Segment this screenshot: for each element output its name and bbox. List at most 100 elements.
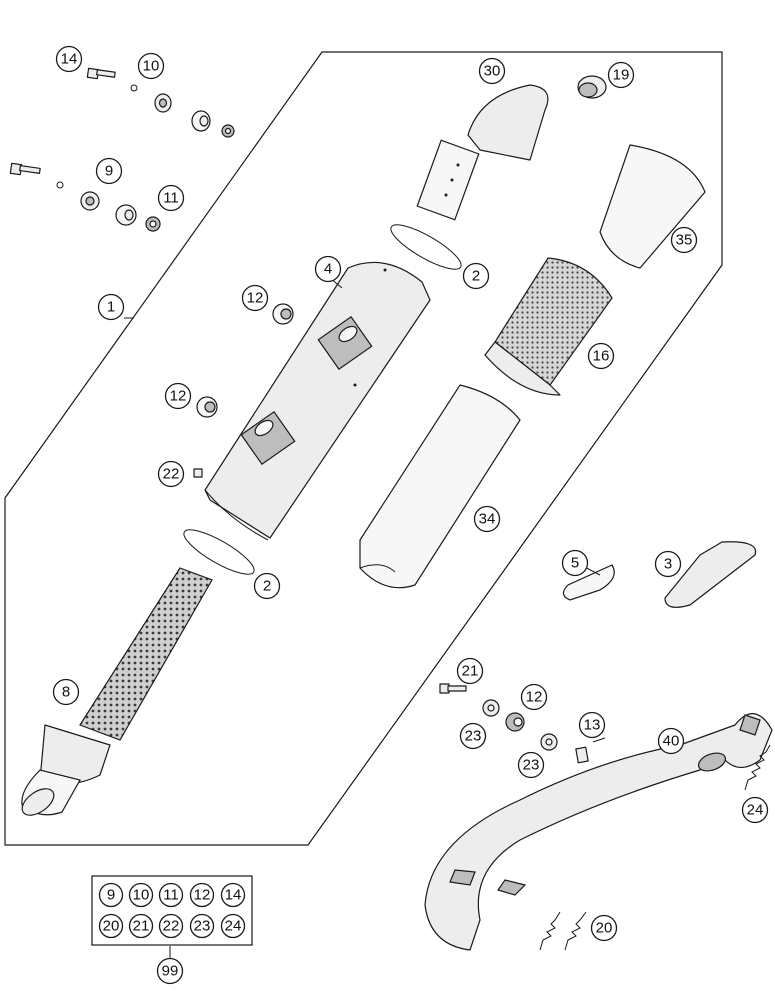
kit-item-23: 23 xyxy=(189,913,215,939)
nut-11 xyxy=(145,216,161,232)
svg-text:10: 10 xyxy=(143,58,160,75)
callout-13: 13 xyxy=(578,711,606,739)
kit-item-11: 11 xyxy=(158,882,184,908)
callout-20: 20 xyxy=(590,914,618,942)
grommet-middle xyxy=(115,204,137,226)
svg-text:22: 22 xyxy=(163,918,180,935)
inner-tube-34-end xyxy=(359,564,396,573)
callout-2-lower: 2 xyxy=(253,572,281,600)
callout-23-upper: 23 xyxy=(459,722,487,750)
callout-10: 10 xyxy=(137,52,165,80)
assembly-outline xyxy=(4,51,723,846)
svg-text:24: 24 xyxy=(225,918,242,935)
callout-2-upper: 2 xyxy=(462,262,490,290)
callout-3: 3 xyxy=(654,550,682,578)
callout-11: 11 xyxy=(157,184,185,212)
callout-12-lower: 12 xyxy=(164,382,192,410)
svg-text:23: 23 xyxy=(523,757,540,774)
gasket-2-upper xyxy=(390,224,462,270)
grommet-12-upper xyxy=(272,303,294,325)
kit-item-12: 12 xyxy=(189,882,215,908)
callout-22: 22 xyxy=(157,460,185,488)
callout-12-upper: 12 xyxy=(241,284,269,312)
perforated-insert-16 xyxy=(484,257,613,396)
svg-text:23: 23 xyxy=(194,918,211,935)
plug-19 xyxy=(577,75,607,99)
washer-10 xyxy=(130,84,138,92)
svg-text:3: 3 xyxy=(664,556,672,573)
kit-item-24: 24 xyxy=(220,913,246,939)
grommet-12-lower xyxy=(196,396,218,418)
grommet-12-mount xyxy=(505,712,525,732)
nut-upper xyxy=(221,124,235,138)
bushing-9 xyxy=(80,191,100,211)
callout-9: 9 xyxy=(95,157,123,185)
svg-text:14: 14 xyxy=(225,887,242,904)
svg-text:11: 11 xyxy=(163,190,179,207)
screw-22 xyxy=(193,468,203,478)
springs-20 xyxy=(539,911,587,951)
svg-text:12: 12 xyxy=(194,887,211,904)
bolt-21 xyxy=(439,683,467,694)
end-cap-30 xyxy=(416,84,549,221)
svg-text:21: 21 xyxy=(462,663,479,680)
heat-shield-5 xyxy=(562,564,615,601)
svg-text:22: 22 xyxy=(163,466,180,483)
kit-item-10: 10 xyxy=(128,882,154,908)
callout-5: 5 xyxy=(561,549,589,577)
svg-text:12: 12 xyxy=(526,689,543,706)
svg-text:13: 13 xyxy=(584,717,601,734)
callout-8: 8 xyxy=(52,678,80,706)
parts-kit-box: 9 10 11 12 14 20 21 22 23 24 99 xyxy=(91,875,253,985)
callout-1: 1 xyxy=(97,293,125,321)
svg-text:1: 1 xyxy=(107,299,115,316)
svg-text:14: 14 xyxy=(61,51,78,68)
svg-text:19: 19 xyxy=(613,67,630,84)
washer-23-lower xyxy=(540,733,558,751)
callout-34: 34 xyxy=(473,505,501,533)
callout-35: 35 xyxy=(670,226,698,254)
perforated-tube-8 xyxy=(21,567,213,816)
callout-24: 24 xyxy=(741,796,769,824)
svg-text:35: 35 xyxy=(676,232,693,249)
svg-text:8: 8 xyxy=(62,684,70,701)
svg-text:30: 30 xyxy=(484,63,501,80)
callout-40: 40 xyxy=(657,727,685,755)
svg-text:21: 21 xyxy=(133,918,150,935)
svg-text:5: 5 xyxy=(571,555,579,572)
kit-label-99: 99 xyxy=(156,957,184,985)
svg-text:23: 23 xyxy=(465,728,482,745)
bolt-14 xyxy=(86,67,116,80)
svg-text:9: 9 xyxy=(107,887,115,904)
kit-item-14: 14 xyxy=(220,882,246,908)
callout-12-mount: 12 xyxy=(520,683,548,711)
bolt-lower xyxy=(9,162,41,176)
svg-text:2: 2 xyxy=(263,578,271,595)
callout-23-lower: 23 xyxy=(517,751,545,779)
washer-23-upper xyxy=(482,699,500,717)
outer-sleeve-4 xyxy=(204,261,431,541)
svg-text:20: 20 xyxy=(596,920,613,937)
callout-21: 21 xyxy=(456,657,484,685)
bushing-upper xyxy=(154,93,172,113)
svg-text:16: 16 xyxy=(593,348,610,365)
callout-4: 4 xyxy=(314,255,342,283)
svg-text:40: 40 xyxy=(663,733,680,750)
svg-text:99: 99 xyxy=(162,963,179,980)
inner-tube-34 xyxy=(359,384,521,589)
svg-text:2: 2 xyxy=(472,268,480,285)
svg-text:12: 12 xyxy=(247,290,264,307)
grommet-upper xyxy=(191,110,211,132)
svg-text:24: 24 xyxy=(747,802,764,819)
svg-text:11: 11 xyxy=(163,887,179,904)
heat-shield-3 xyxy=(664,541,757,608)
svg-text:12: 12 xyxy=(170,388,187,405)
spring-24 xyxy=(744,744,771,791)
callout-14: 14 xyxy=(55,45,83,73)
svg-text:34: 34 xyxy=(479,511,496,528)
kit-item-22: 22 xyxy=(158,913,184,939)
svg-text:4: 4 xyxy=(324,261,332,278)
kit-item-21: 21 xyxy=(128,913,154,939)
kit-item-20: 20 xyxy=(98,913,124,939)
